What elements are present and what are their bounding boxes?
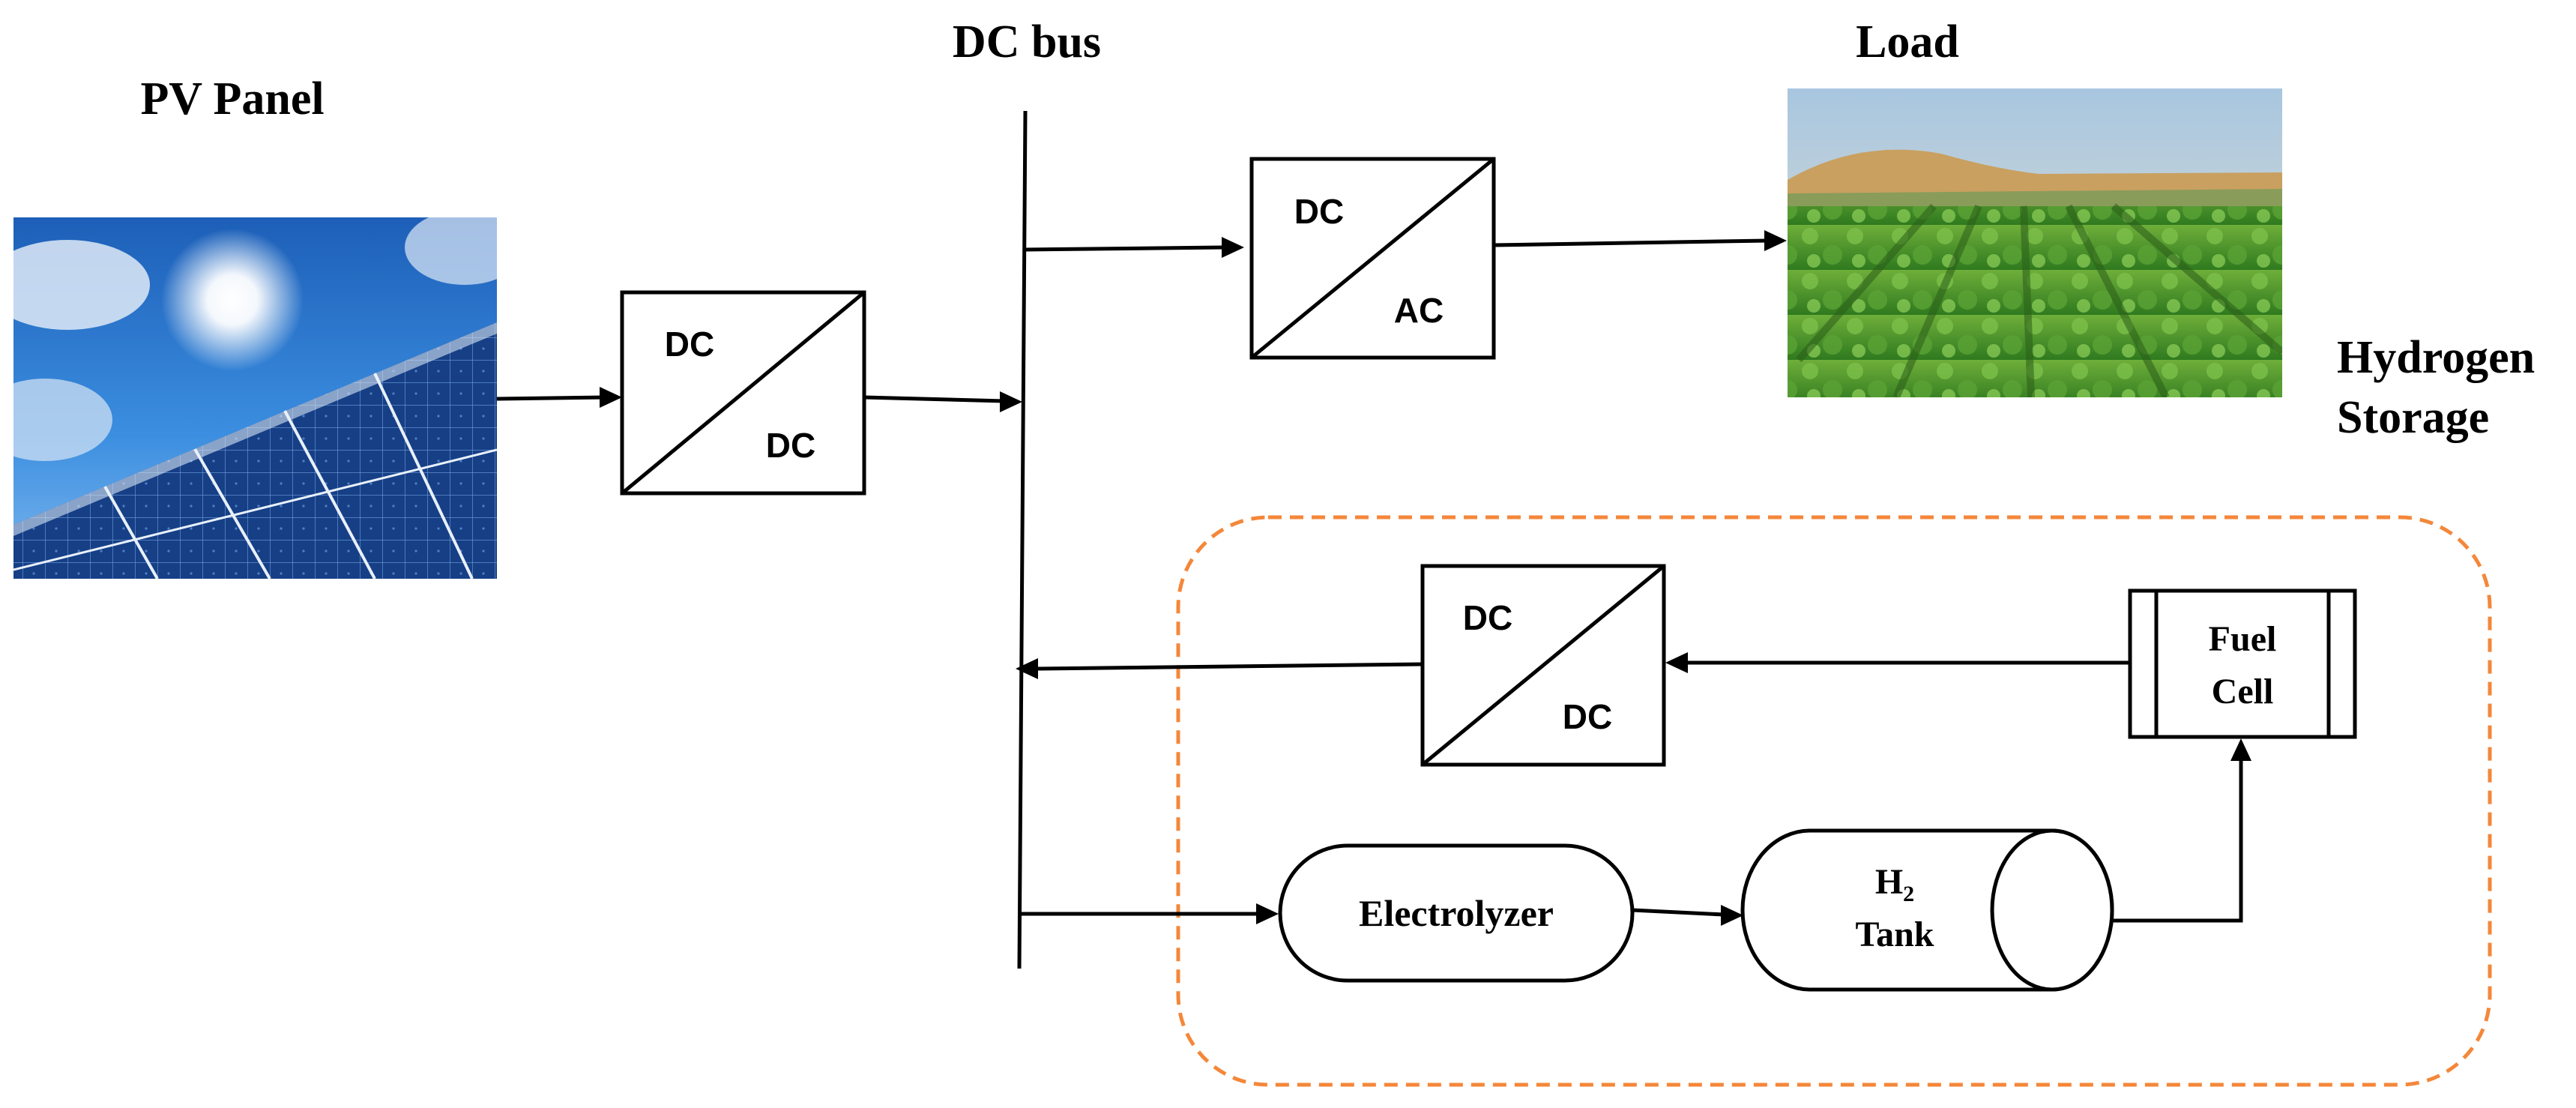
pv-converter-input-label: DC [665,325,714,364]
tank-label-subscript: 2 [1903,882,1914,906]
fuel-cell-label-line2: Cell [2212,672,2274,711]
tank-to-fuelcell-arrow [2112,759,2243,923]
dc-bus-label: DC bus [953,16,1101,67]
electrolyzer-to-tank-arrowhead [1721,905,1743,926]
fuelcell-to-converter-arrowhead [1665,652,1688,673]
tank-label-word: Tank [1856,915,1934,954]
hydrogen-storage-label-line1: Hydrogen [2337,332,2535,383]
fc-dc-dc-converter: DC DC [1420,564,1666,767]
inverter-to-load-arrowhead [1764,230,1787,251]
electrolyzer: Electrolyzer [1278,843,1635,983]
inverter-output-label: AC [1394,291,1444,330]
pv-to-converter-arrowhead [600,387,622,408]
fuel-cell-label-line1: Fuel [2209,619,2277,659]
electrolyzer-label: Electrolyzer [1359,892,1554,934]
pv-panel-label: PV Panel [140,73,324,124]
fuel-cell: Fuel Cell [2128,588,2357,739]
bus-to-electrolyzer-arrowhead [1256,903,1279,924]
tank-label-h2: H2 [1875,862,1914,906]
pv-to-converter-arrow [496,395,606,401]
dc-ac-inverter: DC AC [1249,157,1496,360]
electrolyzer-to-tank-arrow [1632,908,1725,917]
dc-bus-line [1017,110,1028,969]
pv-converter-output-label: DC [766,426,815,465]
converter-to-bus-arrowhead [1000,391,1022,412]
fc-converter-to-bus-arrowhead [1016,658,1038,679]
tank-to-fuelcell-arrowhead [2230,738,2251,761]
fc-converter-to-bus-arrow [1037,662,1423,671]
bus-to-inverter-arrow [1023,245,1224,252]
pv-dc-dc-converter: DC DC [620,290,866,496]
load-label: Load [1856,16,1959,67]
fc-converter-output-label: DC [1563,697,1612,736]
bus-to-inverter-arrowhead [1222,237,1244,258]
converter-to-bus-arrow [863,395,1005,403]
inverter-to-load-arrow [1493,238,1768,247]
load-field-image [1788,88,2282,397]
inverter-input-label: DC [1294,192,1344,231]
fc-converter-input-label: DC [1463,598,1512,637]
pv-panel-image [13,217,497,579]
hydrogen-storage-label-line2: Storage [2337,392,2489,443]
hydrogen-storage-boundary [1176,515,2492,1087]
h2-tank: H2 Tank [1740,828,2114,992]
